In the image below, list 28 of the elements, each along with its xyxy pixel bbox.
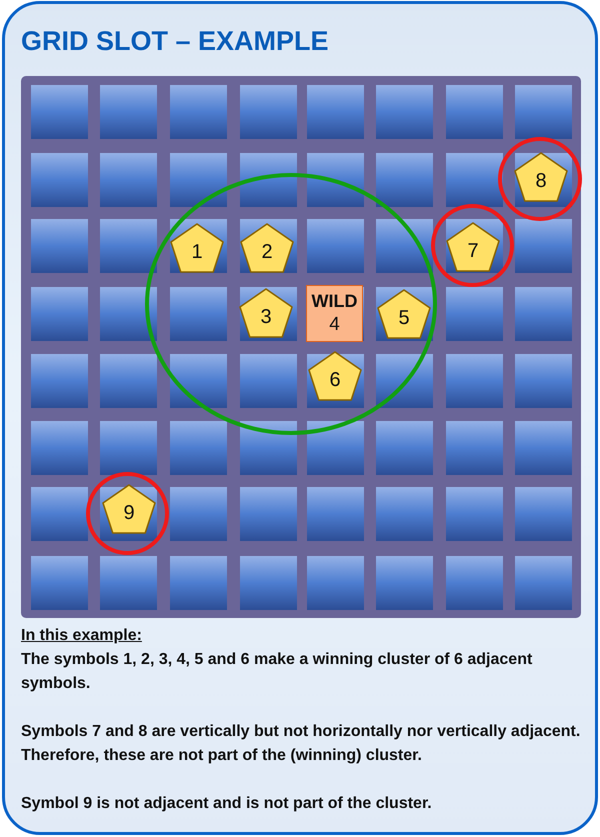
pentagon-symbol (514, 152, 568, 202)
section-heading: In this example: (21, 626, 142, 646)
pentagon-symbol (102, 484, 156, 534)
wild-label: WILD (312, 292, 358, 311)
symbol-number: 8 (535, 170, 547, 192)
pentagon-symbol (240, 223, 294, 273)
pentagon-symbol (377, 289, 431, 339)
highlight-ring (86, 472, 169, 555)
symbol-number: 1 (191, 242, 203, 262)
symbol-number: 9 (123, 502, 135, 524)
pentagon-symbol (446, 222, 500, 272)
pentagon-symbol (239, 288, 293, 338)
explanation-text: Symbols 7 and 8 are vertically but not horizontally nor vertically adjacent. Therefore, these are not part of the (winning) cluster. (21, 722, 581, 766)
symbol-number: 3 (260, 306, 272, 328)
cluster-ring (145, 173, 437, 435)
explanation-text: Symbol 9 is not adjacent and is not part of the cluster. (21, 794, 433, 814)
symbol-number: 4 (329, 314, 340, 335)
symbol-number: 6 (329, 370, 341, 390)
symbol-number: 7 (467, 240, 479, 262)
highlight-ring (431, 204, 514, 287)
explanation-text: The symbols 1, 2, 3, 4, 5 and 6 make a winning cluster of 6 adjacent symbols. (21, 650, 534, 694)
pentagon-symbol (170, 223, 224, 273)
wild-tile (306, 285, 363, 342)
symbol-number: 2 (261, 242, 273, 262)
symbol-number: 5 (398, 308, 410, 328)
pentagon-symbol (308, 351, 362, 401)
title: GRID SLOT – EXAMPLE (21, 25, 329, 57)
highlight-ring (498, 137, 582, 221)
